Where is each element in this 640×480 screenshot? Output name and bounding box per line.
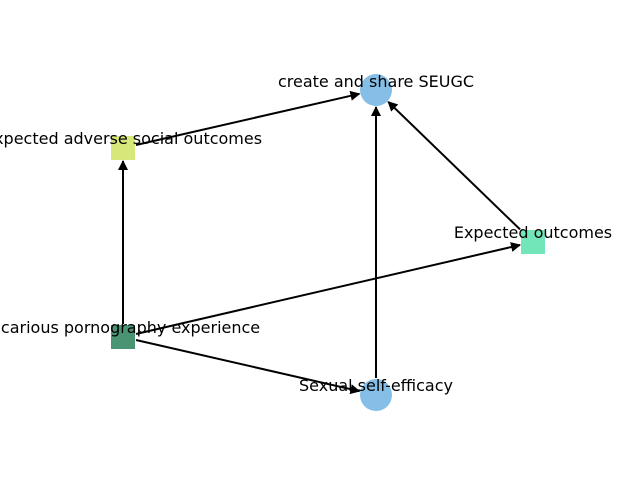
node-selfefficacy [360,379,392,411]
label-vicarious: Vicarious pornography experience [0,318,260,337]
edges-layer [118,90,521,395]
node-expected [521,230,545,254]
node-seugc [360,74,392,106]
label-expected: Expected outcomes [454,223,612,242]
node-adverse [111,136,135,160]
edge-expected-to-seugc [387,101,521,231]
node-vicarious [111,325,135,349]
label-selfefficacy: Sexual self-efficacy [299,376,453,395]
label-adverse: Expected adverse social outcomes [0,129,262,148]
labels-layer: create and share SEUGC Expected adverse … [0,72,612,395]
edge-vicarious-to-selfefficacy [135,339,361,395]
edge-adverse-to-seugc [135,90,361,146]
label-seugc: create and share SEUGC [278,72,474,91]
edge-vicarious-to-expected [135,242,521,335]
nodes-layer [111,74,545,411]
